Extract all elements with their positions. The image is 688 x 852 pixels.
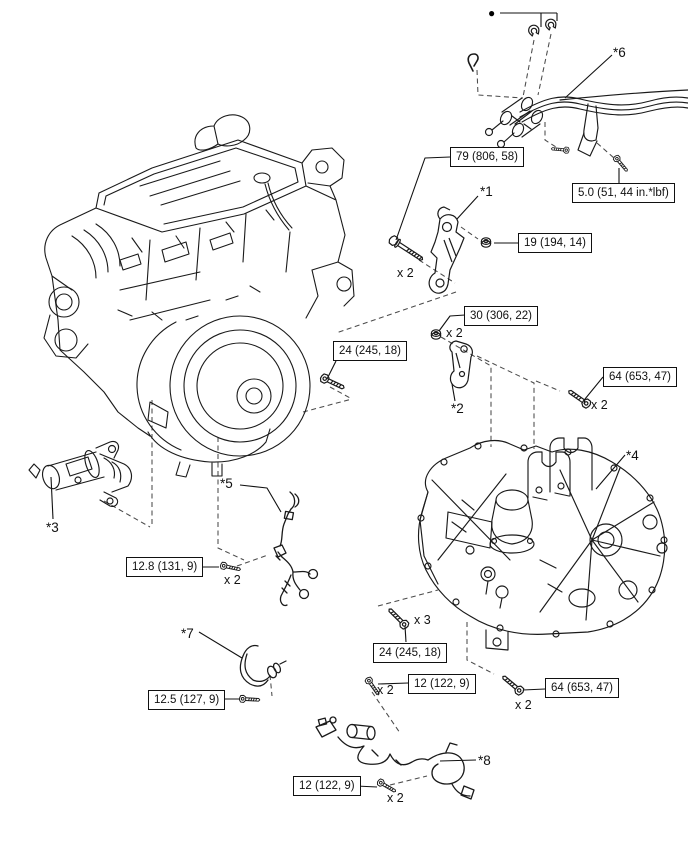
wire-harness-5-illustration [273, 491, 319, 607]
bolt-icon [550, 145, 570, 154]
part-callout-4: *4 [626, 448, 639, 463]
nut-icon [430, 329, 442, 340]
torque-spec-30: 30 (306, 22) [464, 306, 539, 327]
torque-spec-12-a: 12 (122, 9) [408, 674, 476, 695]
torque-spec-12-b: 12 (122, 9) [293, 776, 361, 797]
quantity-label: x 2 [397, 266, 414, 280]
quantity-label: x 2 [446, 326, 463, 340]
part-callout-8: *8 [478, 753, 491, 768]
torque-spec-24-a: 24 (245, 18) [333, 341, 408, 362]
clip-icon [526, 23, 541, 38]
bolt-icon [385, 605, 411, 631]
bolt-icon [219, 561, 242, 574]
torque-spec-64-b: 64 (653, 47) [545, 678, 620, 699]
bolt-icon [238, 694, 261, 704]
torque-spec-12-8: 12.8 (131, 9) [126, 557, 204, 578]
part-callout-5: *5 [220, 476, 233, 491]
transaxle-illustration [417, 437, 668, 651]
bolt-icon [387, 233, 426, 264]
bolt-icon [565, 386, 593, 410]
quantity-label: x 2 [591, 398, 608, 412]
torque-spec-5-0: 5.0 (51, 44 in.*lbf) [572, 183, 675, 204]
torque-spec-19: 19 (194, 14) [518, 233, 593, 254]
engine-illustration [43, 114, 355, 478]
torque-spec-64-a: 64 (653, 47) [603, 367, 678, 388]
bolt-icon [499, 672, 526, 697]
hose-7-illustration [239, 644, 287, 687]
bolt-icon [612, 153, 631, 174]
nut-icon [480, 237, 492, 248]
dashed-assembly-lines [103, 33, 615, 786]
part-callout-3: *3 [46, 520, 59, 535]
quantity-label: x 3 [414, 613, 431, 627]
torque-spec-12-5: 12.5 (127, 9) [148, 690, 226, 711]
part-callout-6: *6 [613, 45, 626, 60]
quantity-label: x 2 [224, 573, 241, 587]
part-callout-7: *7 [181, 626, 194, 641]
bracket-1-illustration [428, 206, 465, 294]
part-callout-1: *1 [480, 184, 493, 199]
starter-motor-illustration [28, 440, 133, 507]
quantity-label: x 2 [377, 683, 394, 697]
quantity-label: x 2 [387, 791, 404, 805]
quantity-label: x 2 [515, 698, 532, 712]
fasteners [219, 17, 631, 795]
leader-lines [50, 12, 626, 788]
sensor-harness-8-illustration [315, 716, 475, 800]
torque-spec-79: 79 (806, 58) [450, 147, 525, 168]
torque-spec-24-b: 24 (245, 18) [373, 643, 448, 664]
control-cables-illustration [484, 89, 688, 157]
part-callout-2: *2 [451, 401, 464, 416]
clip-icon [543, 17, 558, 32]
reference-dot: ● [488, 6, 496, 20]
bracket-2-illustration [449, 340, 473, 389]
clip-icon [467, 53, 479, 72]
